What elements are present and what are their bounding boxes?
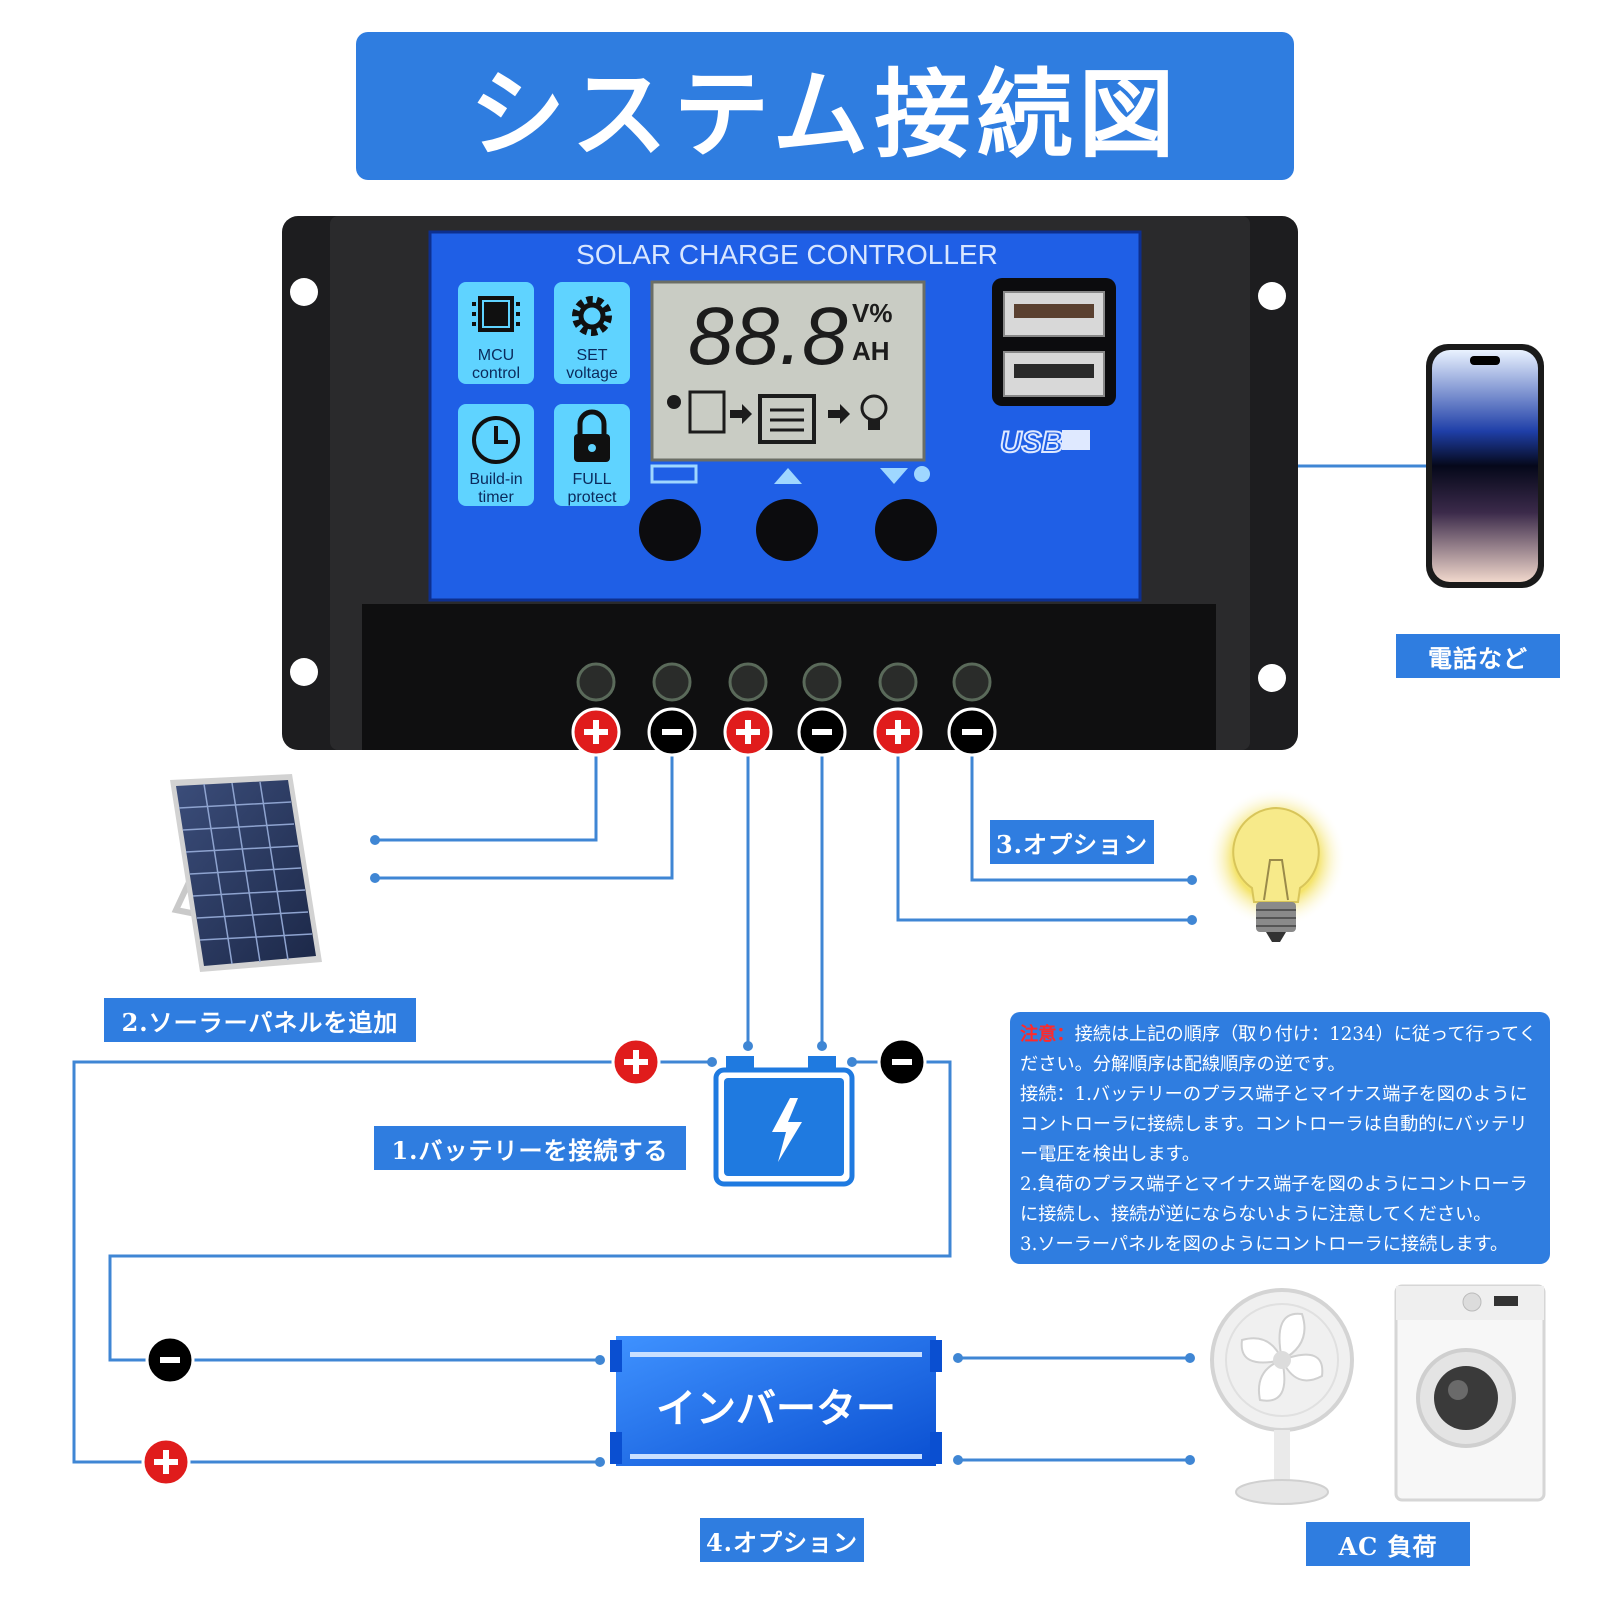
- notes-line-1: 注意：接続は上記の順序（取り付け：1234）に従って行ってく: [1020, 1024, 1537, 1045]
- positive-marker: [141, 1437, 191, 1487]
- lcd-flow-icons: [667, 390, 888, 444]
- wire-load-negative: [970, 735, 1192, 882]
- positive-marker: [723, 707, 773, 757]
- negative-marker: [947, 707, 997, 757]
- gear-icon: [572, 296, 612, 336]
- lcd-digits: 88.8: [688, 291, 848, 382]
- button-symbols: [650, 464, 930, 484]
- feature-timer-line2: timer: [478, 489, 514, 506]
- notes-box: 注意：接続は上記の順序（取り付け：1234）に従って行ってく ださい。分解順序は…: [1010, 1012, 1550, 1264]
- terminal-screws: [576, 662, 992, 702]
- feature-protect-line2: protect: [568, 489, 617, 506]
- smartphone-image: [1426, 344, 1544, 588]
- menu-icon: [650, 464, 698, 484]
- lock-icon: [574, 409, 610, 462]
- wire-load-positive: [896, 735, 1192, 922]
- controller-header: SOLAR CHARGE CONTROLLER: [576, 239, 998, 270]
- mount-hole: [1258, 282, 1286, 310]
- up-icon: [774, 468, 802, 484]
- sun-icon: [667, 395, 681, 409]
- positive-marker: [611, 1037, 661, 1087]
- arrow-right-icon: [828, 404, 850, 424]
- feature-set-line1: SET: [576, 347, 607, 364]
- label-phone: 電話など: [1396, 634, 1560, 678]
- battery-image: [713, 1056, 855, 1187]
- wire-inverter-positive: [72, 1060, 712, 1464]
- label-battery: 1.バッテリーを接続する: [374, 1126, 686, 1170]
- label-ac-load: AC 負荷: [1306, 1522, 1470, 1566]
- inverter-label: インバーター: [656, 1385, 896, 1432]
- notes-line-4: コントローラに接続します。コントローラは自動的にバッテリ: [1020, 1114, 1528, 1135]
- title-banner: システム接続図: [356, 32, 1294, 180]
- solar-panel-image: [170, 774, 322, 972]
- positive-marker: [571, 707, 621, 757]
- feature-set-line2: voltage: [566, 365, 618, 382]
- wire-solar-negative: [375, 735, 674, 880]
- panel-icon: [688, 390, 726, 434]
- light-bulb-image: [1206, 788, 1346, 942]
- light-icon: [914, 466, 930, 482]
- label-option-4: 4.オプション: [700, 1518, 864, 1562]
- lcd-units-bottom: AH: [852, 336, 890, 366]
- solar-charge-controller: SOLAR CHARGE CONTROLLER MCU: [282, 216, 1298, 757]
- arrow-right-icon: [730, 404, 752, 424]
- clock-icon: [472, 416, 520, 464]
- feature-timer-line1: Build-in: [469, 471, 522, 488]
- notes-line-7: に接続し、接続が逆にならないように注意してください。: [1020, 1204, 1492, 1225]
- battery-icon: [758, 394, 816, 444]
- notes-line-3: 接続：1.バッテリーのプラス端子とマイナス端子を図のように: [1020, 1084, 1528, 1105]
- positive-marker: [873, 707, 923, 757]
- washing-machine-image: [1394, 1284, 1546, 1502]
- lightning-icon: [772, 1098, 802, 1162]
- menu-button[interactable]: [639, 499, 701, 561]
- page-title: システム接続図: [469, 57, 1181, 171]
- mount-hole: [1258, 664, 1286, 692]
- wire-solar-positive: [375, 735, 598, 842]
- notes-line-6: 2.負荷のプラス端子とマイナス端子を図のようにコントローラ: [1020, 1174, 1528, 1195]
- feature-tile-mcu: [458, 282, 534, 384]
- notes-line-5: ー電圧を検出します。: [1020, 1144, 1201, 1165]
- lcd-units-top: V%: [852, 298, 892, 328]
- negative-marker: [145, 1335, 195, 1385]
- negative-marker: [797, 707, 847, 757]
- negative-marker: [647, 707, 697, 757]
- up-button[interactable]: [756, 499, 818, 561]
- notes-line-8: 3.ソーラーパネルを図のようにコントローラに接続します。: [1020, 1234, 1509, 1255]
- fan-image: [1210, 1288, 1354, 1505]
- negative-marker: [877, 1037, 927, 1087]
- label-option-3: 3.オプション: [990, 820, 1154, 864]
- inverter-image: インバーター: [610, 1336, 942, 1466]
- mount-hole: [290, 658, 318, 686]
- down-button[interactable]: [875, 499, 937, 561]
- notes-warn-label: 注意：: [1020, 1024, 1075, 1045]
- mount-hole: [290, 278, 318, 306]
- label-solar-panel: 2.ソーラーパネルを追加: [104, 998, 416, 1042]
- feature-mcu-line2: control: [472, 365, 520, 382]
- down-icon: [880, 468, 908, 484]
- terminal-polarity-markers: [571, 707, 997, 757]
- wire-endpoints: [370, 835, 1197, 1467]
- feature-protect-line1: FULL: [572, 471, 611, 488]
- feature-mcu-line1: MCU: [478, 347, 514, 364]
- notes-line-2: ださい。分解順序は配線順序の逆です。: [1020, 1054, 1346, 1075]
- chip-icon: [472, 296, 520, 332]
- terminal-block: [362, 604, 1216, 750]
- usb-label: USB: [1000, 426, 1063, 459]
